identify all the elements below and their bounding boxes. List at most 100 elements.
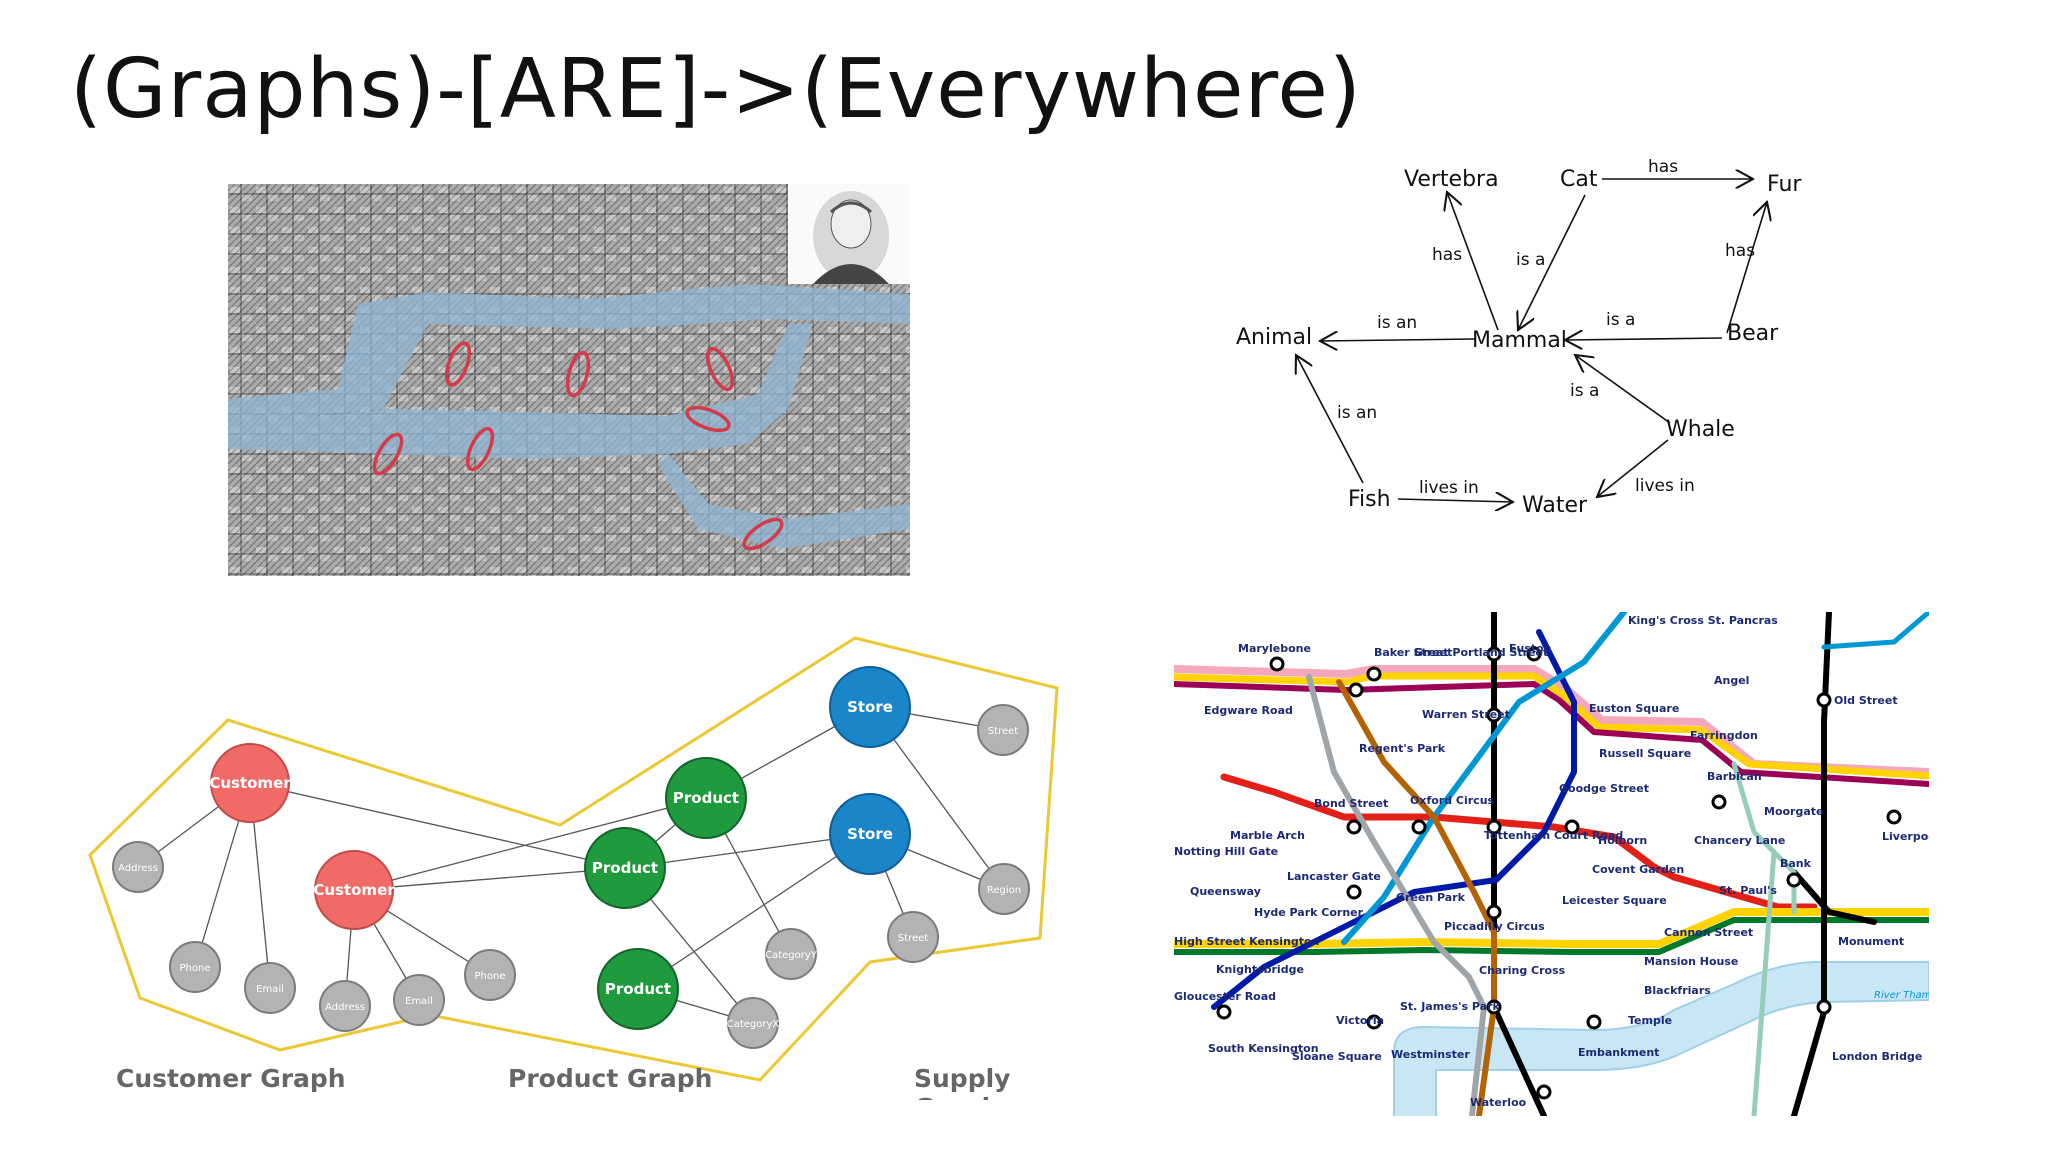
node-label: Region [987,885,1021,896]
tube-label: St. Paul's [1719,884,1777,897]
kg-edge-label: is an [1377,313,1417,333]
tube-label: Great Portland Street [1414,646,1548,659]
konigsberg-bridges-engraving [228,184,910,576]
tube-label: Victoria [1336,1014,1384,1027]
kg-edge-label: is a [1606,310,1635,330]
tube-label: Bank [1780,857,1812,870]
tube-label: Waterloo [1470,1096,1527,1109]
tube-label: Charing Cross [1479,964,1566,977]
tube-label: Sloane Square [1292,1050,1382,1063]
tube-label: Liverpool Street [1882,830,1929,843]
tube-label: Baker Street [1374,646,1452,659]
tube-label: River Thames [1874,990,1929,1001]
graph-node-attribute: Street [887,911,939,963]
graph-node-product: Product [584,827,666,909]
tube-label: Blackfriars [1644,984,1711,997]
tube-label: Covent Garden [1592,863,1684,876]
tube-label: King's Cross St. Pancras [1628,614,1778,627]
kg-node-bear: Bear [1727,321,1779,346]
kg-edge-label: has [1725,241,1755,261]
knowledge-graph-diagram: Vertebra Cat Fur Animal Mammal Bear Whal… [1236,157,1802,518]
tube-label: Marble Arch [1230,829,1305,842]
graph-node-store: Store [829,666,911,748]
tube-label: Hyde Park Corner [1254,906,1364,919]
tube-label: Euston Square [1589,702,1679,715]
tube-label: Mansion House [1644,955,1738,968]
customer-graph-caption: Customer Graph [116,1064,346,1093]
kg-edge-label: lives in [1635,476,1695,496]
tube-label: Chancery Lane [1694,834,1785,847]
tube-label: Knightsbridge [1216,963,1304,976]
tube-label: South Kensington [1208,1042,1319,1055]
tube-label: Edgware Road [1204,704,1293,717]
node-label: Email [405,996,433,1007]
graph-node-attribute: Address [319,980,371,1032]
tube-label: Cannon Street [1664,926,1753,939]
tube-label: Gloucester Road [1174,990,1276,1003]
node-label: Address [325,1002,365,1013]
tube-label: Piccadilly Circus [1444,920,1545,933]
kg-node-vertebra: Vertebra [1404,167,1499,192]
tube-label: Green Park [1396,891,1466,904]
graph-node-product: Product [665,757,747,839]
node-label: Customer [209,774,291,792]
tube-label: Westminster [1391,1048,1470,1061]
customer-product-supply-graph: Customer Customer Address Phone Email Ad… [80,620,1080,1100]
tube-label: London Bridge [1832,1050,1922,1063]
tube-label: Farringdon [1690,729,1758,742]
node-label: Product [673,789,739,807]
tube-label: Regent's Park [1359,742,1446,755]
kg-edge-label: has [1432,245,1462,265]
tube-label: St. James's Park [1400,1000,1501,1013]
graph-node-attribute: Phone [464,949,516,1001]
kg-node-water: Water [1522,493,1588,518]
kg-node-animal: Animal [1236,325,1312,350]
kg-edge-label: is an [1337,403,1377,423]
graph-node-product: Product [597,948,679,1030]
graph-node-store: Store [829,793,911,875]
tube-label: Temple [1628,1014,1672,1027]
konigsberg-map-image [228,184,910,576]
tube-label: Warren Street [1422,708,1510,721]
kg-node-fur: Fur [1767,172,1802,197]
graph-node-attribute: Email [393,974,445,1026]
london-tube-map: River Thames [1174,612,1929,1116]
graph-node-attribute: Phone [169,941,221,993]
node-label: Street [898,933,928,944]
animal-knowledge-graph: Vertebra Cat Fur Animal Mammal Bear Whal… [1220,150,1840,530]
node-label: Customer [313,881,395,899]
graph-node-attribute: Email [244,962,296,1014]
node-label: Phone [475,971,506,982]
tube-label: Queensway [1190,885,1261,898]
node-label: Product [592,859,658,877]
node-label: Address [118,863,158,874]
kg-node-mammal: Mammal [1472,328,1567,353]
tube-label: Leicester Square [1562,894,1667,907]
tube-label: Holborn [1598,834,1647,847]
node-label: Phone [180,963,211,974]
tube-label: Notting Hill Gate [1174,845,1278,858]
node-label: Product [605,980,671,998]
tube-label: Monument [1838,935,1904,948]
graph-node-customer: Customer [313,850,395,930]
graph-node-attribute: Street [977,704,1029,756]
node-label: CategoryX [727,1019,780,1030]
tube-label: High Street Kensington [1174,935,1319,948]
graph-node-customer: Customer [209,743,291,823]
tube-label: Oxford Circus [1410,794,1495,807]
node-label: CategoryY [765,950,818,961]
tube-label: Tottenham Court Road [1484,829,1623,842]
kg-node-cat: Cat [1560,167,1598,192]
node-label: Street [988,726,1018,737]
kg-edge-label: has [1648,157,1678,177]
tube-map-diagram: River Thames [1174,612,1929,1116]
tube-label: Russell Square [1599,747,1691,760]
tube-label: Barbican [1707,770,1762,783]
slide-title: (Graphs)-[ARE]->(Everywhere) [70,42,1362,137]
cpg-diagram: Customer Customer Address Phone Email Ad… [88,636,1059,1082]
tube-label: Marylebone [1238,642,1311,655]
node-label: Store [847,825,893,843]
tube-label: Old Street [1834,694,1898,707]
node-label: Store [847,698,893,716]
tube-label: Moorgate [1764,805,1824,818]
